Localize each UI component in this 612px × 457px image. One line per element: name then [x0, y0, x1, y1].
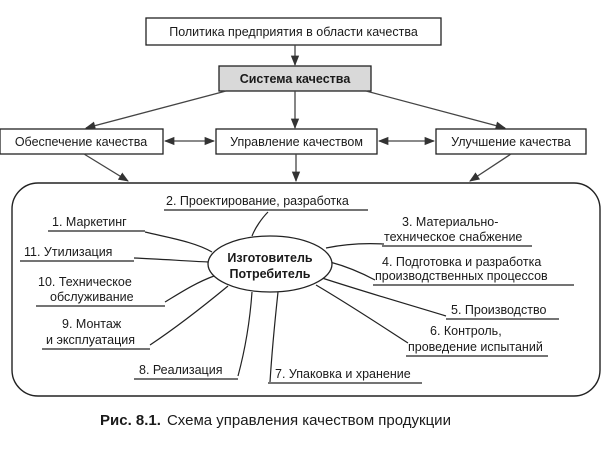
- policy-label: Политика предприятия в области качества: [169, 25, 418, 39]
- stage-preparation-label-2: производственных процессов: [375, 269, 548, 283]
- quality-improvement-box: Улучшение качества: [435, 128, 587, 155]
- stage-installation-label-2: и эксплуатация: [46, 333, 135, 347]
- stage-installation: 9. Монтаж и эксплуатация: [42, 317, 150, 350]
- stage-control-label-1: 6. Контроль,: [430, 324, 502, 338]
- hub-label-manufacturer: Изготовитель: [227, 251, 313, 265]
- policy-box: Политика предприятия в области качества: [145, 17, 442, 46]
- quality-management-box: Управление качеством: [215, 128, 378, 155]
- stage-sales-label: 8. Реализация: [139, 363, 222, 377]
- arrow-assurance-to-loop: [83, 153, 129, 182]
- stage-packaging-label: 7. Упаковка и хранение: [275, 367, 411, 381]
- stage-control: 6. Контроль, проведение испытаний: [406, 324, 548, 357]
- spoke-disposal: [133, 257, 209, 263]
- spoke-control: [315, 284, 409, 344]
- quality-system-box: Система качества: [218, 65, 372, 92]
- stage-installation-label-1: 9. Монтаж: [62, 317, 122, 331]
- spoke-sales: [237, 291, 253, 377]
- stage-control-label-2: проведение испытаний: [408, 340, 543, 354]
- quality-system-label: Система качества: [240, 72, 352, 86]
- stage-marketing-label: 1. Маркетинг: [52, 215, 127, 229]
- figure-caption: Рис. 8.1. Схема управления качеством прод…: [100, 412, 451, 429]
- stage-packaging: 7. Упаковка и хранение: [268, 367, 422, 384]
- stage-design: 2. Проектирование, разработка: [164, 194, 368, 211]
- figure-caption-text: Схема управления качеством продукции: [167, 412, 451, 429]
- product-lifecycle-frame: [11, 182, 601, 397]
- spoke-packaging: [269, 291, 279, 383]
- hub-spokes: [133, 211, 447, 383]
- spoke-installation: [149, 285, 229, 346]
- stage-preparation-label-1: 4. Подготовка и разработка: [382, 255, 541, 269]
- stage-production: 5. Производство: [446, 303, 559, 320]
- stage-service-label-2: обслуживание: [50, 290, 134, 304]
- stage-preparation: 4. Подготовка и разработка производствен…: [373, 255, 574, 286]
- arrow-system-to-assurance: [84, 90, 227, 130]
- spoke-preparation: [329, 261, 376, 281]
- figure-caption-label: Рис. 8.1.: [100, 412, 161, 429]
- stage-supply-label-2: техническое снабжение: [384, 230, 522, 244]
- stage-disposal-label: 11. Утилизация: [24, 245, 112, 259]
- spoke-supply: [325, 243, 385, 249]
- stage-service-label-1: 10. Техническое: [38, 275, 132, 289]
- quality-assurance-label: Обеспечение качества: [15, 135, 147, 149]
- spoke-marketing: [144, 231, 213, 253]
- stage-sales: 8. Реализация: [134, 363, 238, 380]
- stage-production-label: 5. Производство: [451, 303, 546, 317]
- stage-disposal: 11. Утилизация: [20, 245, 134, 262]
- arrow-improvement-to-loop: [469, 153, 512, 182]
- stage-design-label: 2. Проектирование, разработка: [166, 194, 349, 208]
- arrow-system-to-improvement: [365, 90, 507, 130]
- quality-assurance-box: Обеспечение качества: [0, 128, 164, 155]
- spoke-service: [164, 275, 215, 303]
- spoke-design: [251, 211, 269, 237]
- stage-marketing: 1. Маркетинг: [48, 215, 145, 232]
- spoke-production: [321, 277, 447, 317]
- quality-improvement-label: Улучшение качества: [451, 135, 571, 149]
- stage-supply-label-1: 3. Материально-: [402, 215, 498, 229]
- stage-supply: 3. Материально- техническое снабжение: [382, 215, 532, 247]
- quality-management-label: Управление качеством: [230, 135, 363, 149]
- stage-service: 10. Техническое обслуживание: [36, 275, 165, 307]
- hub-manufacturer-consumer: Изготовитель Потребитель: [207, 235, 333, 293]
- hub-label-consumer: Потребитель: [230, 267, 311, 281]
